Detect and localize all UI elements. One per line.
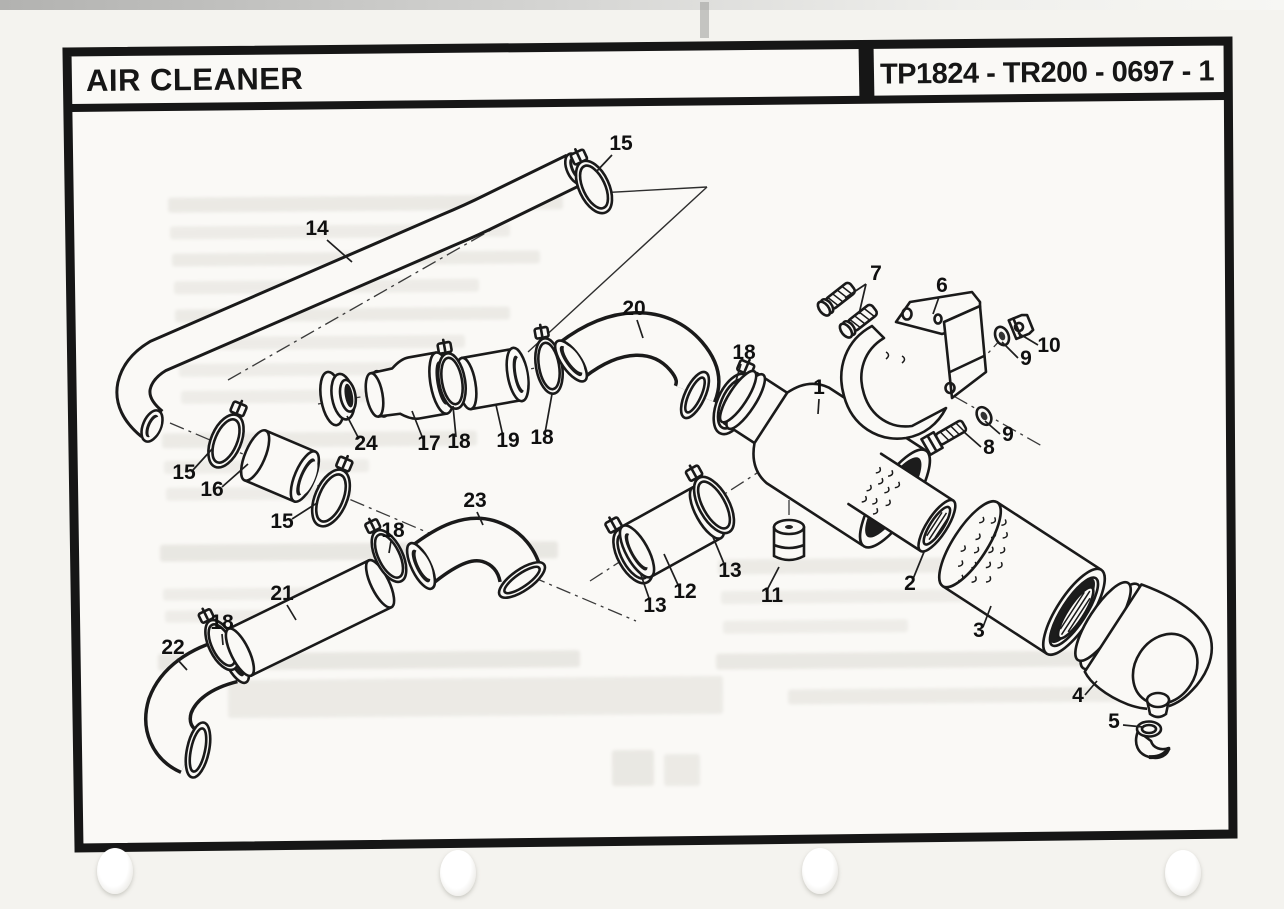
callout-12: 12 xyxy=(673,580,696,603)
part-18-clamp xyxy=(436,338,467,410)
callout-19: 19 xyxy=(496,429,519,452)
punch-hole xyxy=(97,848,133,894)
callout-6: 6 xyxy=(936,274,948,297)
part-11-spacer xyxy=(772,518,806,562)
header-divider xyxy=(858,43,875,104)
callout-numbers: 15 14 20 7 6 10 9 8 9 1 18 24 17 18 19 1… xyxy=(161,132,1120,733)
part-5-dust-valve xyxy=(1134,720,1171,760)
part-15-clamp xyxy=(207,399,248,469)
callout-13b: 13 xyxy=(718,559,741,582)
part-2-inner-element xyxy=(847,452,957,553)
part-15-clamp xyxy=(310,454,354,528)
callout-7: 7 xyxy=(870,262,882,285)
callout-8: 8 xyxy=(983,436,995,459)
part-14-intake-tube xyxy=(115,152,589,443)
callout-leader-lines xyxy=(176,154,1144,728)
part-3-filter-element xyxy=(937,499,1107,657)
punch-hole xyxy=(1165,850,1201,896)
document-code: TP1824 - TR200 - 0697 - 1 xyxy=(879,55,1215,91)
callout-15: 15 xyxy=(609,132,633,155)
callout-15c: 15 xyxy=(270,510,294,533)
part-4-end-cover xyxy=(1074,580,1214,711)
callout-21: 21 xyxy=(270,582,294,605)
callout-13: 13 xyxy=(643,594,666,617)
part-24-ring xyxy=(319,370,358,427)
callout-3: 3 xyxy=(973,619,985,642)
part-10-nut xyxy=(1007,313,1035,341)
part-16-hose xyxy=(239,428,321,504)
callout-11: 11 xyxy=(761,584,784,607)
callout-23: 23 xyxy=(463,489,486,512)
part-9-washer xyxy=(975,405,993,427)
callout-22: 22 xyxy=(161,636,184,659)
callout-16: 16 xyxy=(200,478,223,501)
part-21-tube xyxy=(224,558,396,678)
callout-4: 4 xyxy=(1072,684,1084,707)
callout-1: 1 xyxy=(813,376,825,399)
part-20-elbow-hose xyxy=(553,311,721,420)
punch-hole xyxy=(802,848,838,894)
part-15-clamp xyxy=(569,148,614,215)
callout-9: 9 xyxy=(1020,347,1032,370)
part-9-washer xyxy=(993,325,1011,347)
part-13-clamp xyxy=(684,464,736,535)
callout-17: 17 xyxy=(417,432,440,455)
scan-artifact xyxy=(700,2,709,38)
callout-18e: 18 xyxy=(210,611,234,634)
callout-2: 2 xyxy=(904,572,916,595)
header-separator xyxy=(71,92,1227,112)
callout-15b: 15 xyxy=(172,461,196,484)
scan-edge-shadow xyxy=(0,0,1284,10)
callout-9b: 9 xyxy=(1002,423,1014,446)
part-18-clamp xyxy=(364,517,408,584)
part-8-bolt xyxy=(920,419,968,457)
callout-18: 18 xyxy=(732,341,756,364)
part-1-housing xyxy=(718,369,957,553)
page-border xyxy=(62,36,1238,853)
callout-20: 20 xyxy=(622,297,645,320)
alignment-centerlines xyxy=(169,186,1043,622)
callout-24: 24 xyxy=(354,432,378,455)
part-6-mounting-band xyxy=(840,290,988,440)
page-title: AIR CLEANER xyxy=(85,60,304,99)
part-23-elbow-hose xyxy=(405,516,547,600)
part-7-screws xyxy=(816,281,879,339)
callout-10: 10 xyxy=(1037,334,1060,357)
callout-18b: 18 xyxy=(447,430,471,453)
callout-14: 14 xyxy=(305,217,329,240)
callout-18d: 18 xyxy=(381,519,405,542)
callout-5: 5 xyxy=(1108,710,1120,733)
callout-18c: 18 xyxy=(530,426,554,449)
punch-hole xyxy=(440,850,476,896)
cover-drain-stub xyxy=(1145,691,1171,719)
